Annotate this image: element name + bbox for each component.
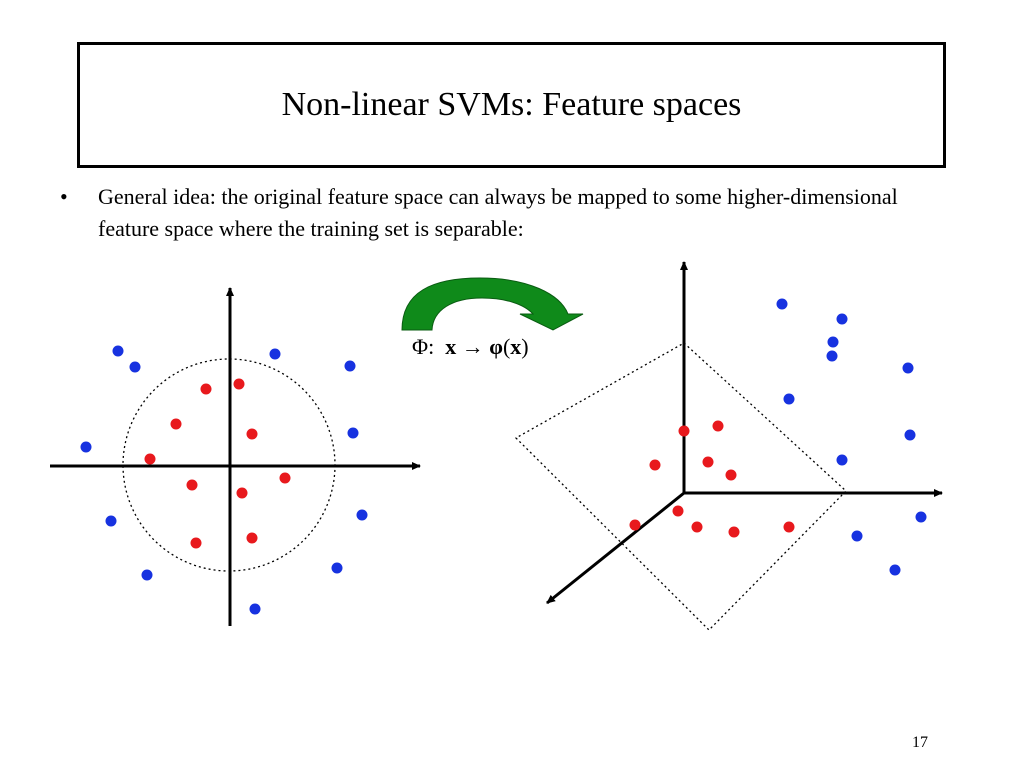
- red-point: [728, 526, 740, 538]
- open-paren: (: [502, 334, 511, 359]
- red-point: [672, 505, 684, 517]
- red-point: [170, 418, 182, 430]
- red-point: [702, 456, 714, 468]
- blue-point: [915, 511, 927, 523]
- mapping-input-x: x: [445, 334, 457, 359]
- blue-point: [269, 348, 281, 360]
- red-point: [691, 521, 703, 533]
- separating-hyperplane: [514, 342, 847, 631]
- blue-point: [249, 603, 261, 615]
- input-space-plot: [50, 287, 421, 626]
- circular-decision-boundary: [122, 358, 336, 572]
- blue-point: [851, 530, 863, 542]
- blue-point: [344, 360, 356, 372]
- title-box: Non-linear SVMs: Feature spaces: [77, 42, 946, 168]
- blue-point: [889, 564, 901, 576]
- slide-title: Non-linear SVMs: Feature spaces: [281, 86, 742, 123]
- blue-point: [80, 441, 92, 453]
- red-point: [279, 472, 291, 484]
- blue-point: [112, 345, 124, 357]
- feature-space-plot: [514, 261, 943, 631]
- red-point: [186, 479, 198, 491]
- blue-point: [836, 313, 848, 325]
- y-axis-3d: [546, 491, 685, 605]
- phi-function: φ: [489, 334, 503, 359]
- blue-point: [836, 454, 848, 466]
- page-number: 17: [912, 734, 928, 751]
- red-point: [725, 469, 737, 481]
- bullet-point: • General idea: the original feature spa…: [60, 181, 960, 245]
- mapping-inner-x: x: [510, 334, 522, 359]
- phi-symbol: Φ:: [412, 334, 435, 359]
- blue-point: [141, 569, 153, 581]
- red-point: [190, 537, 202, 549]
- blue-point: [826, 350, 838, 362]
- bullet-mark: •: [60, 184, 68, 209]
- mapping-formula: Φ: x → φ(x): [412, 334, 529, 360]
- red-point: [712, 420, 724, 432]
- blue-point: [331, 562, 343, 574]
- red-point: [246, 532, 258, 544]
- blue-point: [105, 515, 117, 527]
- red-point: [246, 428, 258, 440]
- blue-point: [902, 362, 914, 374]
- blue-point: [827, 336, 839, 348]
- red-point: [200, 383, 212, 395]
- blue-point: [356, 509, 368, 521]
- red-point: [649, 459, 661, 471]
- red-point: [629, 519, 641, 531]
- blue-point: [776, 298, 788, 310]
- blue-point: [783, 393, 795, 405]
- red-point: [144, 453, 156, 465]
- red-point: [678, 425, 690, 437]
- blue-point: [904, 429, 916, 441]
- blue-point: [129, 361, 141, 373]
- points-3d: [629, 298, 927, 576]
- points-2d: [80, 345, 368, 615]
- bullet-text: General idea: the original feature space…: [98, 184, 898, 241]
- red-point: [783, 521, 795, 533]
- red-point: [233, 378, 245, 390]
- red-point: [236, 487, 248, 499]
- blue-point: [347, 427, 359, 439]
- close-paren: ): [521, 334, 529, 359]
- mapping-arrow: →: [461, 334, 484, 359]
- curved-arrow-icon: [401, 277, 584, 331]
